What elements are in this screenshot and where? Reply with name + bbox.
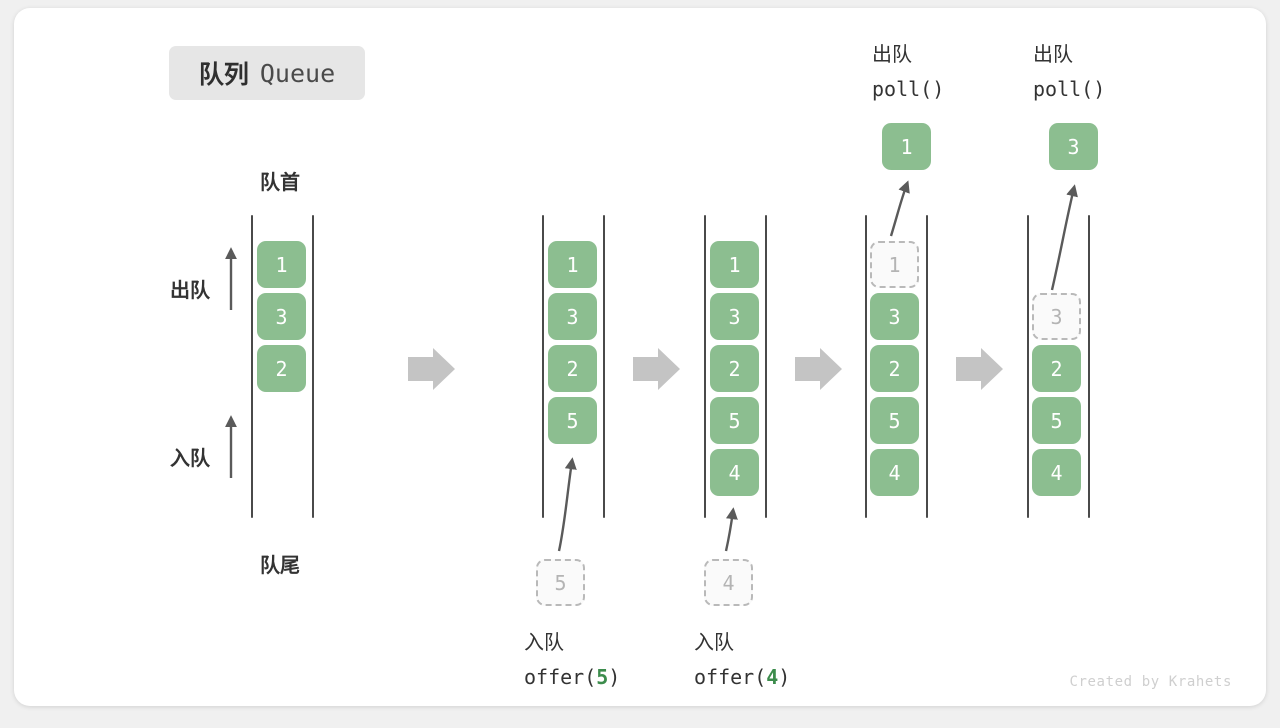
queue-item: 2 [1032, 345, 1081, 392]
queue-rail-right [603, 215, 605, 518]
queue-item: 4 [710, 449, 759, 496]
queue-rail-left [1027, 215, 1029, 518]
incoming-element-ghost: 5 [536, 559, 585, 606]
flow-arrow-1 [408, 348, 455, 390]
queue-rail-right [1088, 215, 1090, 518]
caption-cn: 入队 [694, 632, 734, 654]
queue-item-ghost: 3 [1032, 293, 1081, 340]
dequeued-element: 1 [882, 123, 931, 170]
dequeued-element: 3 [1049, 123, 1098, 170]
poll-1-motion-arrow-icon [889, 180, 910, 237]
offer-5-motion-arrow-icon [557, 457, 577, 552]
title-en: Queue [259, 58, 336, 88]
queue-item: 5 [1032, 397, 1081, 444]
caption-poll-3: 出队 poll() [1033, 38, 1105, 107]
flow-arrow-2 [633, 348, 680, 390]
queue-item: 2 [257, 345, 306, 392]
queue-rail-left [865, 215, 867, 518]
enqueue-direction-label: 入队 [170, 448, 210, 470]
code-suffix: ) [608, 665, 621, 690]
caption-offer-4: 入队 offer(4) [694, 626, 790, 695]
queue-item: 5 [710, 397, 759, 444]
caption-code: offer(5) [524, 660, 620, 694]
caption-code: poll() [872, 77, 945, 102]
code-suffix: ) [778, 665, 791, 690]
attribution-footer: Created by Krahets [1069, 674, 1232, 690]
queue-rail-right [926, 215, 928, 518]
queue-rear-label: 队尾 [260, 555, 300, 577]
queue-item: 2 [870, 345, 919, 392]
caption-cn: 出队 [872, 44, 912, 66]
queue-item: 4 [1032, 449, 1081, 496]
flow-arrow-3 [795, 348, 842, 390]
caption-code: offer(4) [694, 660, 790, 694]
queue-front-label: 队首 [260, 172, 300, 194]
offer-4-motion-arrow-icon [724, 507, 738, 552]
queue-rail-right [765, 215, 767, 518]
queue-item: 3 [257, 293, 306, 340]
caption-poll-1: 出队 poll() [872, 38, 944, 107]
caption-cn: 入队 [524, 632, 564, 654]
title-cn: 队列 [198, 61, 249, 89]
queue-item: 1 [548, 241, 597, 288]
arrow-overlay [225, 180, 1078, 552]
queue-item: 4 [870, 449, 919, 496]
caption-code: poll() [1033, 77, 1106, 102]
queue-item: 2 [548, 345, 597, 392]
queue-rail-left [704, 215, 706, 518]
queue-item: 3 [710, 293, 759, 340]
caption-cn: 出队 [1033, 44, 1073, 66]
queue-item: 1 [710, 241, 759, 288]
dequeue-direction-label: 出队 [170, 280, 210, 302]
queue-rail-left [251, 215, 253, 518]
caption-offer-5: 入队 offer(5) [524, 626, 620, 695]
code-arg: 4 [766, 665, 779, 690]
queue-item: 5 [870, 397, 919, 444]
diagram-card: 队列 Queue 队首 出队 入队 1 3 2 队尾 1 3 2 5 5 入队 … [14, 8, 1266, 706]
flow-arrow-4 [956, 348, 1003, 390]
queue-item: 1 [257, 241, 306, 288]
code-arg: 5 [596, 665, 609, 690]
queue-item-ghost: 1 [870, 241, 919, 288]
code-prefix: offer( [524, 665, 597, 690]
queue-rail-right [312, 215, 314, 518]
queue-item: 3 [870, 293, 919, 340]
queue-item: 3 [548, 293, 597, 340]
incoming-element-ghost: 4 [704, 559, 753, 606]
poll-3-motion-arrow-icon [1050, 184, 1078, 291]
code-prefix: offer( [694, 665, 767, 690]
queue-rail-left [542, 215, 544, 518]
title-badge: 队列 Queue [169, 46, 365, 100]
queue-item: 5 [548, 397, 597, 444]
queue-item: 2 [710, 345, 759, 392]
